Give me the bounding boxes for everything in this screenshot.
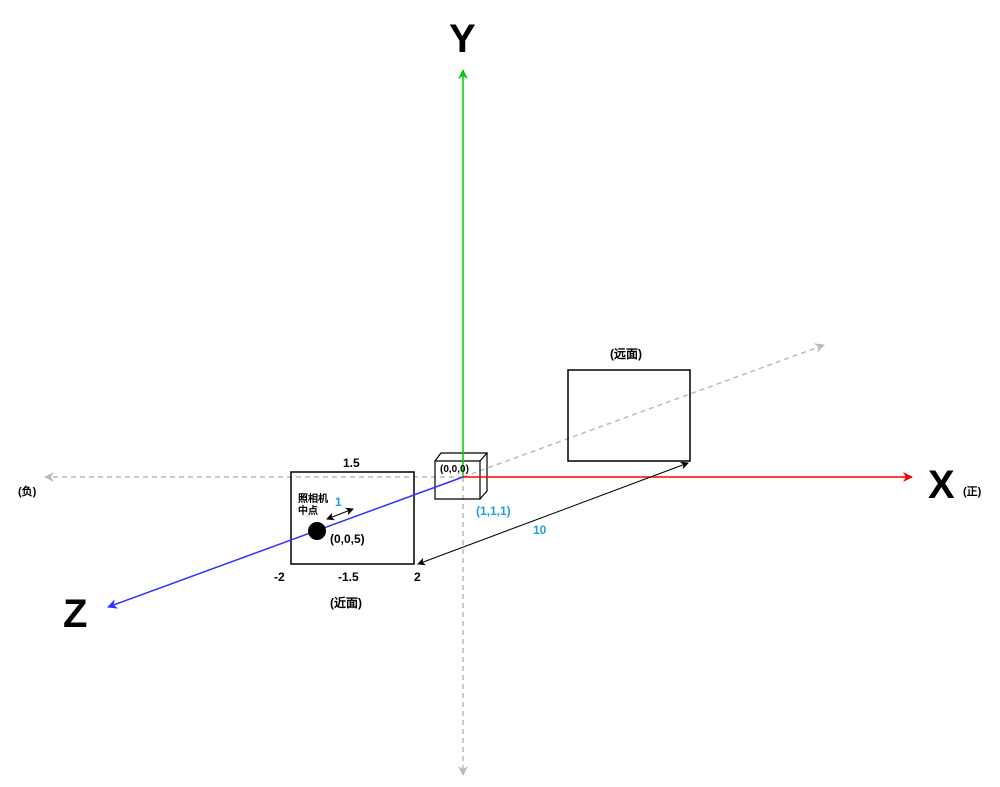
frustum-length-label: 10 (533, 523, 547, 537)
camera-point (308, 522, 326, 540)
near-plane-right-label: 2 (414, 570, 421, 584)
camera-label-line2: 中点 (298, 504, 318, 517)
negative-z-guide (462, 343, 825, 478)
camera-distance-label: 1 (335, 495, 342, 509)
far-plane-rect (567, 369, 691, 462)
near-plane-mid-label: -1.5 (338, 570, 359, 584)
camera-position-label: (0,0,5) (330, 532, 365, 546)
x-negative-label: (负) (18, 484, 37, 498)
near-plane-label: (近面) (330, 595, 362, 610)
near-plane-top-label: 1.5 (343, 456, 360, 470)
far-plane-label: (远面) (610, 347, 642, 361)
x-positive-label: (正) (963, 485, 982, 498)
unit-cube (434, 452, 489, 500)
y-axis-label: Y (449, 17, 476, 61)
frustum-length-arrow (417, 461, 689, 566)
origin-label: (0,0,0) (440, 464, 469, 475)
near-plane-left-label: -2 (274, 570, 285, 584)
camera-label-line1: 照相机 (298, 492, 328, 505)
x-axis-label: X (928, 463, 955, 507)
near-plane-rect (290, 471, 415, 565)
camera-distance-arrow (326, 507, 354, 521)
z-axis-line (107, 476, 464, 609)
cube-corner-label: (1,1,1) (476, 504, 511, 518)
z-axis-label: Z (63, 592, 87, 636)
